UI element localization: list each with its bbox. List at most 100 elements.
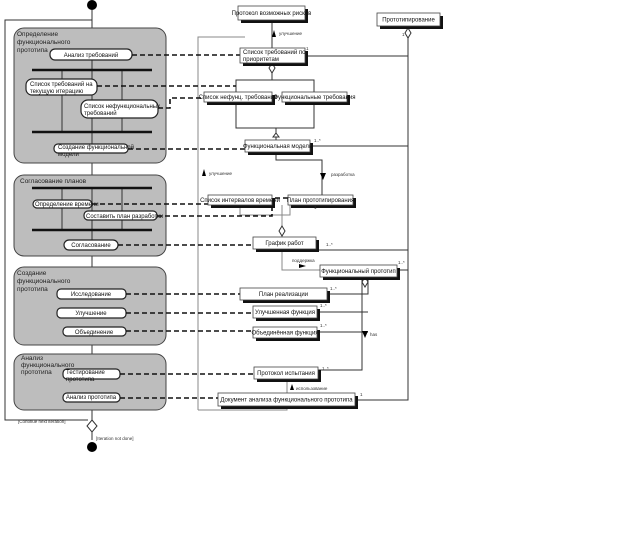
object-label: План прототипирования (287, 198, 355, 204)
multiplicity: 1..* (322, 366, 329, 371)
group-label: Создание (17, 270, 47, 277)
object-prototyping[interactable]: Прототипирование (376, 12, 443, 29)
multiplicity: 1 (306, 46, 309, 51)
object-label: Список требований по (243, 49, 306, 56)
object-box (217, 392, 356, 407)
object-label: Протокол возможных рисков (232, 11, 312, 17)
object-test-report[interactable]: Протокол испытания (253, 366, 321, 382)
group-label: прототипа (17, 286, 48, 293)
object-label: Список интервалов времени (200, 198, 280, 204)
activity-label: Тестирование (66, 370, 106, 376)
activity-nonfunc[interactable] (80, 99, 159, 119)
object-box (376, 12, 441, 27)
object-box (252, 305, 318, 319)
object-label: приоритетам (243, 57, 279, 63)
activity-label: модели (58, 152, 79, 158)
group-label: функционального (17, 39, 71, 46)
group-analysis (13, 353, 167, 411)
guard-continue: [Continue next iteration] (18, 419, 66, 424)
multiplicity: 1 (360, 392, 363, 397)
start-node (87, 0, 97, 10)
group-label: Согласование планов (20, 178, 87, 185)
activity-label: Согласование (71, 243, 111, 249)
object-box (319, 264, 398, 278)
object-box (244, 139, 311, 153)
group-label: функционального (21, 362, 75, 369)
object-label: Список нефунц. требований (199, 94, 278, 101)
activity-label: Улучшение (75, 311, 107, 317)
object-nonfunc[interactable]: Список нефунц. требований (199, 91, 278, 105)
relation-label: улучшение (209, 171, 232, 176)
activity-label: текущую итерацию (30, 89, 84, 95)
multiplicity: 1..* (398, 260, 405, 265)
object-merged[interactable]: Объединённая функция (251, 326, 320, 341)
object-box (203, 91, 273, 103)
relation-line (355, 36, 409, 401)
object-box (237, 5, 306, 21)
activity-label: прототипа (66, 377, 95, 383)
object-box (287, 194, 354, 206)
object-analysis-doc[interactable]: Документ анализа функционального прототи… (217, 392, 358, 409)
activity-label: Создание функциональной (58, 144, 134, 151)
group-label: Определение (17, 31, 58, 38)
object-box (252, 236, 317, 250)
object-func-proto[interactable]: Функциональный прототип (319, 264, 400, 280)
guard-done: [Iteration not done] (96, 436, 134, 441)
object-schedule[interactable]: График работ (252, 236, 319, 252)
group-label: функционального (17, 278, 71, 285)
end-node (87, 442, 97, 452)
object-box (239, 287, 328, 301)
activity-label: требований (84, 110, 117, 117)
object-proto-plan[interactable]: План прототипирования (287, 194, 356, 208)
group-label: прототипа (17, 47, 48, 54)
relation-label: поддержка (292, 258, 315, 263)
activity-label: Объединение (75, 330, 114, 336)
activity-req-list[interactable] (25, 78, 98, 96)
object-box (253, 366, 319, 380)
relation-label: разработка (331, 172, 355, 177)
object-impl-plan[interactable]: План реализации (239, 287, 330, 303)
relation-line (305, 55, 408, 271)
multiplicity: 1 (314, 205, 317, 210)
relation-label: использование (296, 386, 328, 391)
activity-label: Список требований на (30, 81, 93, 88)
object-box (207, 194, 273, 206)
relation-label: улучшение (279, 31, 302, 36)
activity-label: Определение времени (35, 202, 99, 208)
multiplicity: 1 (402, 32, 405, 37)
object-label: Функциональная модель (243, 144, 312, 150)
object-func-model[interactable]: Функциональная модель (243, 139, 313, 155)
group-label: прототипа (21, 369, 52, 376)
multiplicity: 1..* (326, 242, 333, 247)
relation-line (197, 36, 245, 410)
relation-line (198, 379, 288, 411)
object-box (239, 47, 306, 64)
activity-label: Составить план разработки (86, 214, 163, 220)
relation-line (235, 20, 323, 195)
multiplicity: 1..* (320, 323, 327, 328)
decision-node (86, 419, 98, 433)
object-risks[interactable]: Протокол возможных рисков (232, 5, 312, 23)
object-label: План реализации (259, 292, 308, 298)
object-label: Функциональный прототип (321, 268, 396, 275)
object-improved[interactable]: Улучшенная функция (252, 305, 320, 321)
object-func-req[interactable]: Функциональные требования (273, 91, 356, 105)
relation-line (317, 277, 369, 371)
object-box (281, 91, 348, 103)
object-label: Протокол испытания (257, 371, 315, 377)
loop-flow (4, 19, 92, 421)
multiplicity: 1..* (330, 286, 337, 291)
activity-label: Анализ требований (64, 52, 119, 59)
object-box (252, 326, 318, 339)
activity-label: Исследование (71, 292, 112, 298)
group-label: Анализ (21, 355, 43, 362)
object-label: Объединённая функция (251, 331, 318, 337)
object-label: Функциональные требования (273, 95, 355, 101)
object-label: График работ (265, 241, 303, 247)
object-label: Документ анализа функционального прототи… (220, 398, 353, 404)
object-intervals[interactable]: Список интервалов времени (200, 194, 280, 208)
object-label: Улучшенная функция (255, 310, 315, 316)
relation-label: has (370, 332, 378, 337)
